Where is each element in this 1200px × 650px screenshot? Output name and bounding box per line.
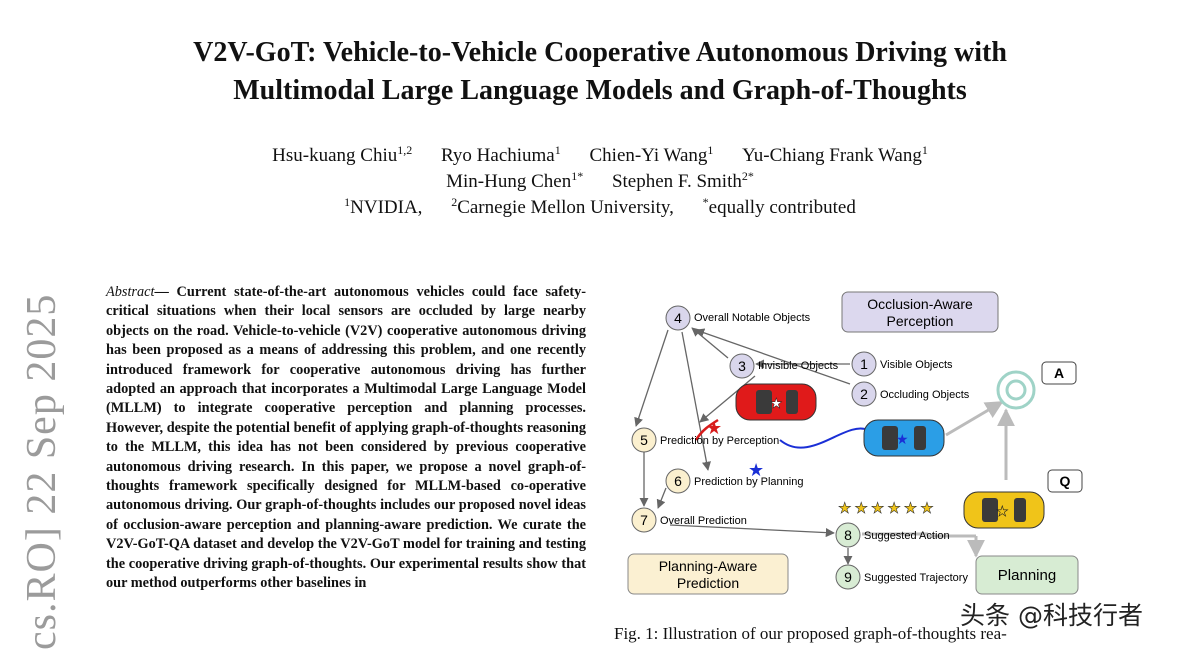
svg-text:3: 3 [738,358,746,374]
svg-text:Overall Prediction: Overall Prediction [660,515,747,527]
blue-trajectory [779,427,869,449]
node-4: 4 Overall Notable Objects [665,305,811,331]
planning-box [975,555,1079,595]
planning-box-label: Planning [998,567,1056,584]
figure-caption: Fig. 1: Illustration of our proposed gra… [614,624,1007,643]
svg-text:★: ★ [996,503,1009,519]
blue-car-icon: ★ [863,419,945,457]
llm-logo-icon [996,370,1036,410]
paper-title-line1: V2V-GoT: Vehicle-to-Vehicle Cooperative … [193,37,1007,68]
svg-text:2: 2 [860,386,868,402]
abstract-lead: Abstract [106,284,155,300]
affiliation: 1NVIDIA, [344,195,423,218]
watermark: 头条 @科技行者 [960,601,1143,630]
author-name: Hsu-kuang Chiu1,2 [272,143,413,166]
affiliation: *equally contributed [702,195,856,218]
svg-text:Prediction by Perception: Prediction by Perception [660,435,779,447]
node-5: 5 Prediction by Perception [631,427,779,453]
paper-title-line2: Multimodal Large Language Models and Gra… [233,75,967,106]
arxiv-stamp: cs.RO] 22 Sep 2025 [19,293,65,650]
node-9: 9 Suggested Trajectory [835,564,968,590]
svg-text:5: 5 [640,432,648,448]
node-7: 7 Overall Prediction [631,507,747,533]
svg-text:4: 4 [674,310,682,326]
yellow-car-icon: ★ [963,491,1045,529]
author-name: Ryo Hachiuma1 [441,143,561,166]
svg-text:Occluding Objects: Occluding Objects [880,389,970,401]
author-name: Min-Hung Chen1* [446,169,584,192]
figure-graph-of-thoughts: Occlusion-Aware Perception Planning-Awar… [627,291,1083,595]
svg-text:Overall Notable Objects: Overall Notable Objects [694,312,811,324]
red-star-icon: ★ [706,418,722,438]
occlusion-aware-perception-box [841,291,999,333]
planning-aware-prediction-box [627,553,789,595]
svg-text:Invisible Objects: Invisible Objects [758,360,839,372]
abstract: Abstract— Current state-of-the-art auton… [106,283,586,594]
svg-text:Suggested Trajectory: Suggested Trajectory [864,572,968,584]
author-name: Yu-Chiang Frank Wang1 [742,143,928,166]
author-line-2: Min-Hung Chen1* Stephen F. Smith2* [0,169,1200,195]
svg-text:9: 9 [844,569,852,585]
svg-text:8: 8 [844,527,852,543]
svg-text:Prediction by Planning: Prediction by Planning [694,476,803,488]
graph-edges [634,327,853,565]
node-3: 3 Invisible Objects [729,353,839,379]
question-tag-label: Q [1060,473,1071,489]
graph-nodes: 4 Overall Notable Objects 3 Invisible Ob… [631,305,970,590]
prediction-box-line1: Planning-Aware [659,558,758,574]
svg-text:7: 7 [640,512,648,528]
occlusion-box-line1: Occlusion-Aware [867,296,973,312]
author-line-1: Hsu-kuang Chiu1,2 Ryo Hachiuma1 Chien-Yi… [0,143,1200,169]
answer-tag-label: A [1054,365,1064,381]
affiliations: 1NVIDIA, 2Carnegie Mellon University, *e… [0,195,1200,221]
svg-text:Visible Objects: Visible Objects [880,359,953,371]
question-tag [1047,469,1083,493]
author-name: Stephen F. Smith2* [611,169,754,192]
red-car-icon: ★ [735,383,817,421]
prediction-box-line2: Prediction [677,575,739,591]
svg-text:Suggested Action: Suggested Action [864,530,950,542]
node-8: 8 Suggested Action [835,522,950,548]
svg-text:★: ★ [770,395,783,411]
node-2: 2 Occluding Objects [851,381,970,407]
red-trajectory [694,418,719,441]
svg-text:6: 6 [674,473,682,489]
svg-text:1: 1 [860,356,868,372]
affiliation: 2Carnegie Mellon University, [451,195,674,218]
yellow-trajectory-stars-icon: ★★★★★★ [838,500,937,517]
author-name: Chien-Yi Wang1 [589,143,714,166]
blue-star-icon: ★ [748,460,764,480]
occlusion-box-line2: Perception [887,313,954,329]
svg-text:★: ★ [896,431,909,447]
answer-tag [1041,361,1077,385]
node-1: 1 Visible Objects [851,351,953,377]
node-6: 6 Prediction by Planning [665,468,803,494]
abstract-text: — Current state-of-the-art autonomous ve… [106,284,586,592]
